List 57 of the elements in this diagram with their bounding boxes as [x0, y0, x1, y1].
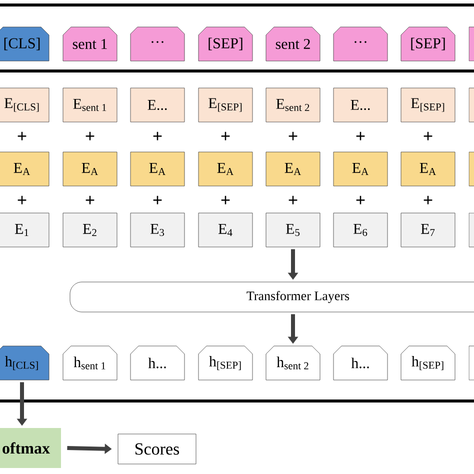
token-box: sent 1: [62, 26, 118, 62]
plus-sign: +: [288, 132, 298, 140]
plus-sign: +: [221, 132, 230, 140]
segment-embedding-box: E$_{A}$: [130, 152, 185, 186]
output-box: h...: [130, 346, 185, 380]
token-embedding-box: E$_{[CLS]}$: [0, 88, 50, 122]
segment-embedding-box: [468, 152, 474, 186]
plus-sign: +: [288, 196, 298, 204]
output-box: h$_{[SEP]}$: [400, 346, 456, 380]
plus-sign: +: [18, 132, 26, 140]
position-embedding-box: E$_{6}$: [333, 212, 388, 248]
transformer-box: Transformer Layers: [70, 282, 474, 312]
plus-sign: +: [153, 132, 162, 140]
segment-embedding-box: E$_{A}$: [0, 152, 50, 186]
plus-sign: +: [18, 196, 26, 204]
plus-sign: +: [424, 196, 432, 204]
token-embedding-box: E$_{sent 1}$: [62, 88, 118, 122]
plus-sign: +: [424, 132, 432, 140]
plus-sign: +: [356, 132, 365, 140]
token-box: ···: [333, 26, 388, 62]
scores-box: Scores: [118, 434, 196, 464]
token-box: sent 2: [266, 26, 320, 62]
plus-sign: +: [221, 196, 230, 204]
plus-sign: +: [86, 196, 94, 204]
token-embedding-box: E$_{[SEP]}$: [400, 88, 456, 122]
position-embedding-box: E$_{4}$: [198, 212, 253, 248]
output-box: h$_{sent 1}$: [62, 346, 118, 380]
token-box: [CLS]: [0, 26, 50, 62]
segment-embedding-box: E$_{A}$: [62, 152, 118, 186]
plus-sign: +: [153, 196, 162, 204]
segment-embedding-box: E$_{A}$: [198, 152, 253, 186]
softmax-box: oftmax: [0, 428, 61, 468]
position-embedding-box: E$_{2}$: [62, 212, 118, 248]
token-box: [SEP]: [198, 26, 253, 62]
position-embedding-box: E$_{7}$: [400, 212, 456, 248]
token-box: [468, 26, 474, 62]
token-embedding-box: [468, 88, 474, 122]
position-embedding-box: E$_{3}$: [130, 212, 185, 248]
output-box: h$_{[CLS]}$: [0, 346, 50, 380]
position-embedding-box: E$_{5}$: [266, 212, 320, 248]
token-box: ···: [130, 26, 185, 62]
output-box: h$_{[SEP]}$: [198, 346, 253, 380]
token-box: [SEP]: [400, 26, 456, 62]
output-box: h$_{sent 2}$: [266, 346, 320, 380]
token-embedding-box: E$_{[SEP]}$: [198, 88, 253, 122]
output-box: [468, 346, 474, 380]
plus-sign: +: [356, 196, 365, 204]
segment-embedding-box: E$_{A}$: [266, 152, 320, 186]
output-box: h...: [333, 346, 388, 380]
token-embedding-box: E...: [130, 88, 185, 122]
token-embedding-box: E$_{sent 2}$: [266, 88, 320, 122]
plus-sign: +: [86, 132, 94, 140]
token-embedding-box: E...: [333, 88, 388, 122]
position-embedding-box: E$_{1}$: [0, 212, 50, 248]
position-embedding-box: [468, 212, 474, 248]
segment-embedding-box: E$_{A}$: [333, 152, 388, 186]
segment-embedding-box: E$_{A}$: [400, 152, 456, 186]
